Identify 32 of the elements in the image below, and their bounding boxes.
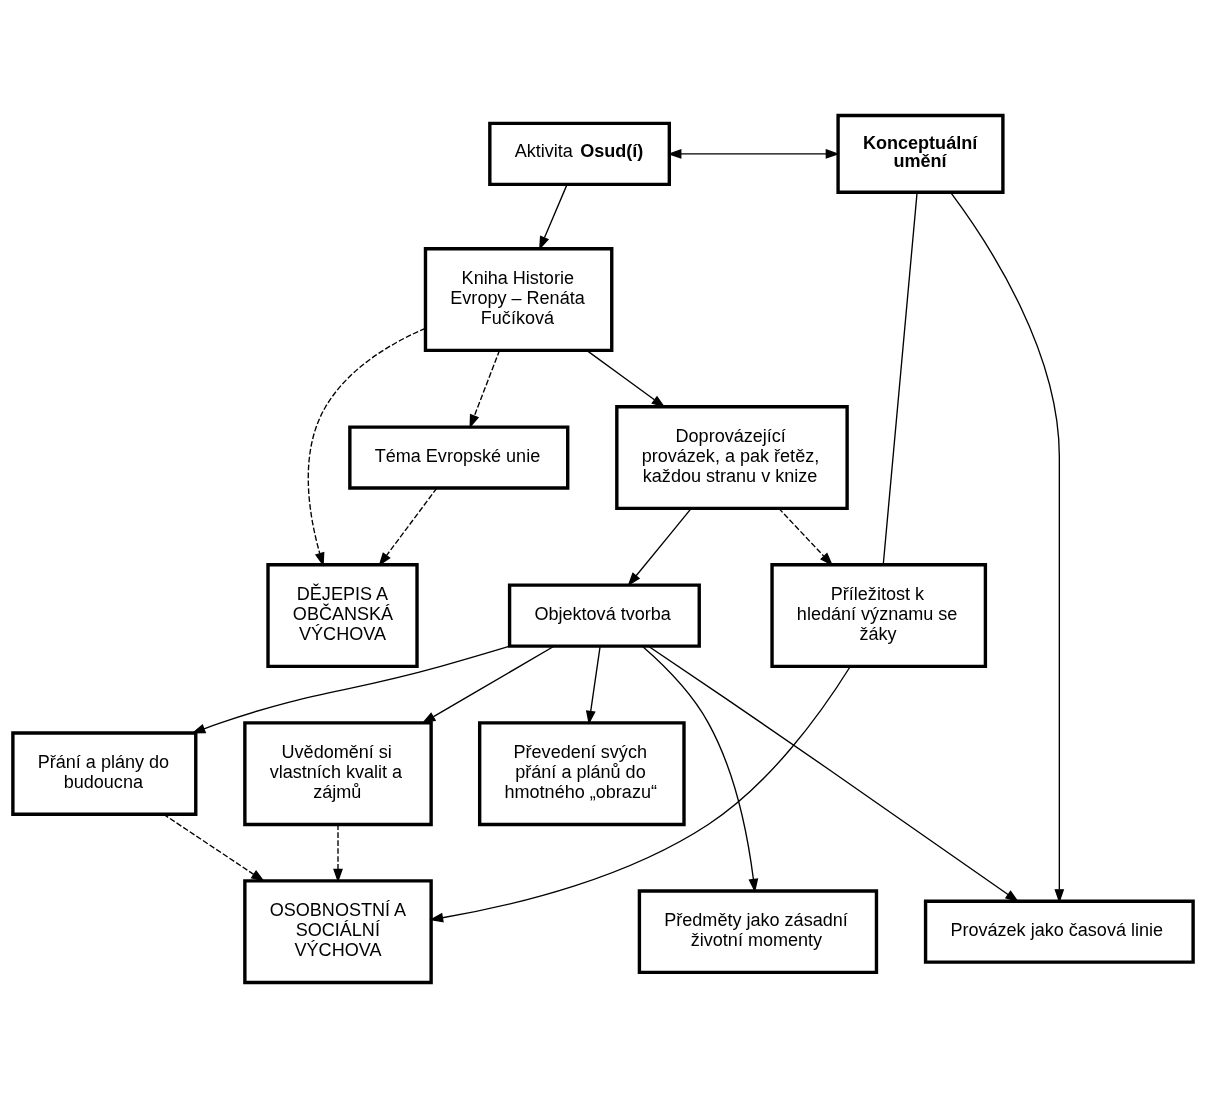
arrow — [307, 327, 426, 567]
node-box: Uvědomění si vlastních kvalit a zájmů — [243, 720, 433, 826]
arrow — [778, 507, 834, 566]
arrow — [469, 349, 501, 429]
node-box: Objektová tvorba — [507, 582, 701, 648]
arrow — [378, 487, 438, 566]
arrow — [539, 183, 568, 250]
arrow — [429, 665, 851, 922]
node-box: Kniha Historie Evropy – Renáta Fučíková — [423, 246, 614, 352]
arrow — [641, 645, 759, 893]
node-box: Předměty jako zásadní životní momenty — [637, 888, 879, 974]
node-box: Konceptuální umění — [836, 113, 1005, 194]
node-box: OSOBNOSTNÍ A SOCIÁLNÍ VÝCHOVA — [243, 878, 433, 984]
node-box: Téma Evropské unie — [348, 424, 570, 490]
node-box: Doprovázející provázek, a pak řetěz, každou stranu v knize — [615, 404, 849, 510]
arrow — [586, 349, 666, 408]
node-box: DĚJEPIS A OBČANSKÁ VÝCHOVA — [266, 562, 419, 668]
node-box: Příležitost k hledání významu se žáky — [770, 562, 988, 668]
connector — [882, 191, 918, 565]
node-box: Aktivita Osud(í) — [488, 121, 671, 186]
arrow — [949, 191, 1065, 903]
arrow — [162, 813, 265, 882]
node-box: Provázek jako časová linie — [923, 899, 1195, 964]
arrow — [421, 645, 555, 724]
arrow — [627, 507, 692, 586]
arrow — [647, 645, 1020, 902]
arrow — [191, 645, 511, 734]
arrow — [333, 823, 343, 883]
node-box: Přání a plány do budoucna — [11, 730, 198, 816]
arrow — [585, 645, 601, 725]
arrow — [667, 148, 840, 159]
node-box: Převedení svých přání a plánů do hmotného „obrazu“ — [477, 720, 686, 826]
